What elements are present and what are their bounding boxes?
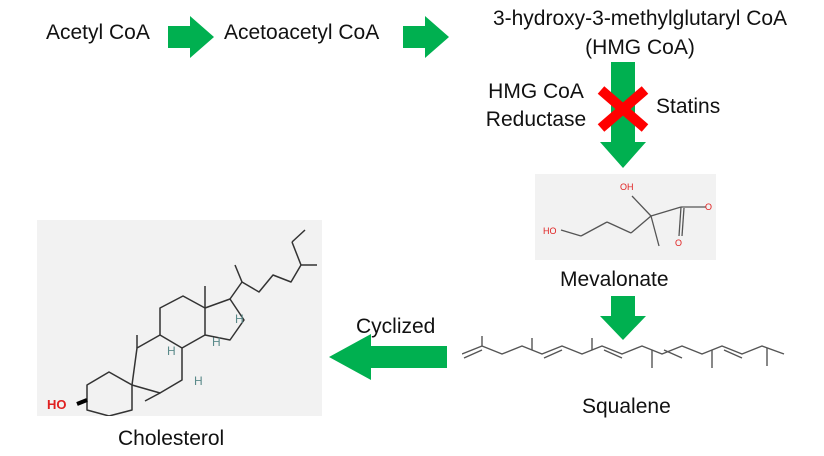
enzyme-label-line2: Reductase <box>485 108 587 131</box>
h-atom-2: H <box>194 374 203 388</box>
h-atom-4: H <box>212 335 221 349</box>
hmg-coa-label: 3-hydroxy-3-methylglutaryl CoA (HMG CoA) <box>455 6 824 60</box>
mevalonate-skeleton: OH HO O O <box>543 182 712 248</box>
oh-top-atom: OH <box>620 182 634 192</box>
acetoacetyl-coa-label: Acetoacetyl CoA <box>224 21 380 44</box>
arrow-acetoacetyl-to-hmg <box>403 16 449 58</box>
carboxylate-o-atom: O <box>705 202 712 212</box>
statins-label: Statins <box>656 95 721 118</box>
cholesterol-structure: HO H H H H <box>37 220 322 416</box>
carbonyl-o-atom: O <box>675 238 682 248</box>
cyclized-label: Cyclized <box>356 315 436 338</box>
h-atom-3: H <box>235 312 244 326</box>
hydroxyl-atom: HO <box>47 397 67 412</box>
mevalonate-structure: OH HO O O <box>535 174 716 260</box>
arrow-acetyl-to-acetoacetyl <box>168 16 214 58</box>
hmg-coa-abbrev: (HMG CoA) <box>585 36 695 59</box>
h-atom-1: H <box>167 344 176 358</box>
cholesterol-skeleton: HO H H H H <box>47 229 317 416</box>
arrow-squalene-to-cholesterol <box>329 334 447 380</box>
mevalonate-label: Mevalonate <box>560 268 669 291</box>
statin-inhibition-x-icon <box>597 86 649 132</box>
acetyl-coa-label: Acetyl CoA <box>46 21 150 44</box>
enzyme-label-line1: HMG CoA <box>488 80 584 103</box>
ho-left-atom: HO <box>543 226 557 236</box>
arrow-mevalonate-to-squalene <box>600 296 646 340</box>
cholesterol-label: Cholesterol <box>118 427 225 450</box>
squalene-label: Squalene <box>582 395 671 418</box>
enzyme-label: HMG CoA Reductase <box>474 78 598 134</box>
hmg-coa-name: 3-hydroxy-3-methylglutaryl CoA <box>492 7 788 30</box>
squalene-structure <box>462 336 785 368</box>
